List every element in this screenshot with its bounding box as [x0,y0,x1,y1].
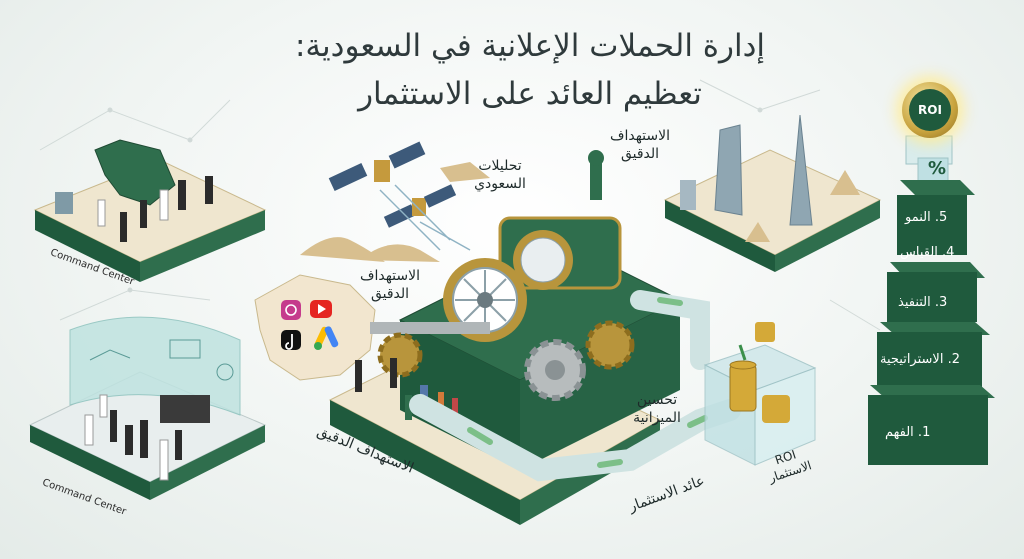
label-precise-targeting-top: الاستهداف الدقيق [609,128,671,162]
step-execution: 3. التنفيذ [898,295,948,310]
riyadh-skyline-platform [663,114,882,272]
desert-dunes [300,162,490,262]
roi-cube [703,322,817,466]
percent-block: % [927,158,947,179]
curved-screen [69,316,241,416]
command-center-operations [28,316,267,500]
command-center-map-platform [33,139,267,282]
growth-steps [868,135,995,465]
step-measurement: 4. القياس [900,245,955,260]
instagram-icon [281,300,301,320]
money-icon [467,297,708,468]
roi-badge-icon: ROI [902,82,958,138]
step-understanding: 1. الفهم [885,425,931,440]
network-background [39,79,881,331]
coin-stack-icon [729,360,757,412]
label-budget-optimization: تحسين الميزانية [633,392,681,426]
google-ads-icon [314,326,339,350]
social-platforms-map [254,274,376,381]
gear-icon [377,320,635,401]
page-subtitle: تعظيم العائد على الاستثمار [358,76,702,112]
label-precise-targeting-left: الاستهداف الدقيق [359,268,421,302]
label-analytics: تحليلات السعودي [474,158,526,192]
step-growth: 5. النمو [905,210,948,225]
signal-beams [379,184,471,251]
roi-badge-text: ROI [909,89,951,131]
step-strategy: 2. الاستراتيجية [880,352,960,367]
satellite-icon [328,141,457,228]
page-title: إدارة الحملات الإعلانية في السعودية: [294,28,766,64]
